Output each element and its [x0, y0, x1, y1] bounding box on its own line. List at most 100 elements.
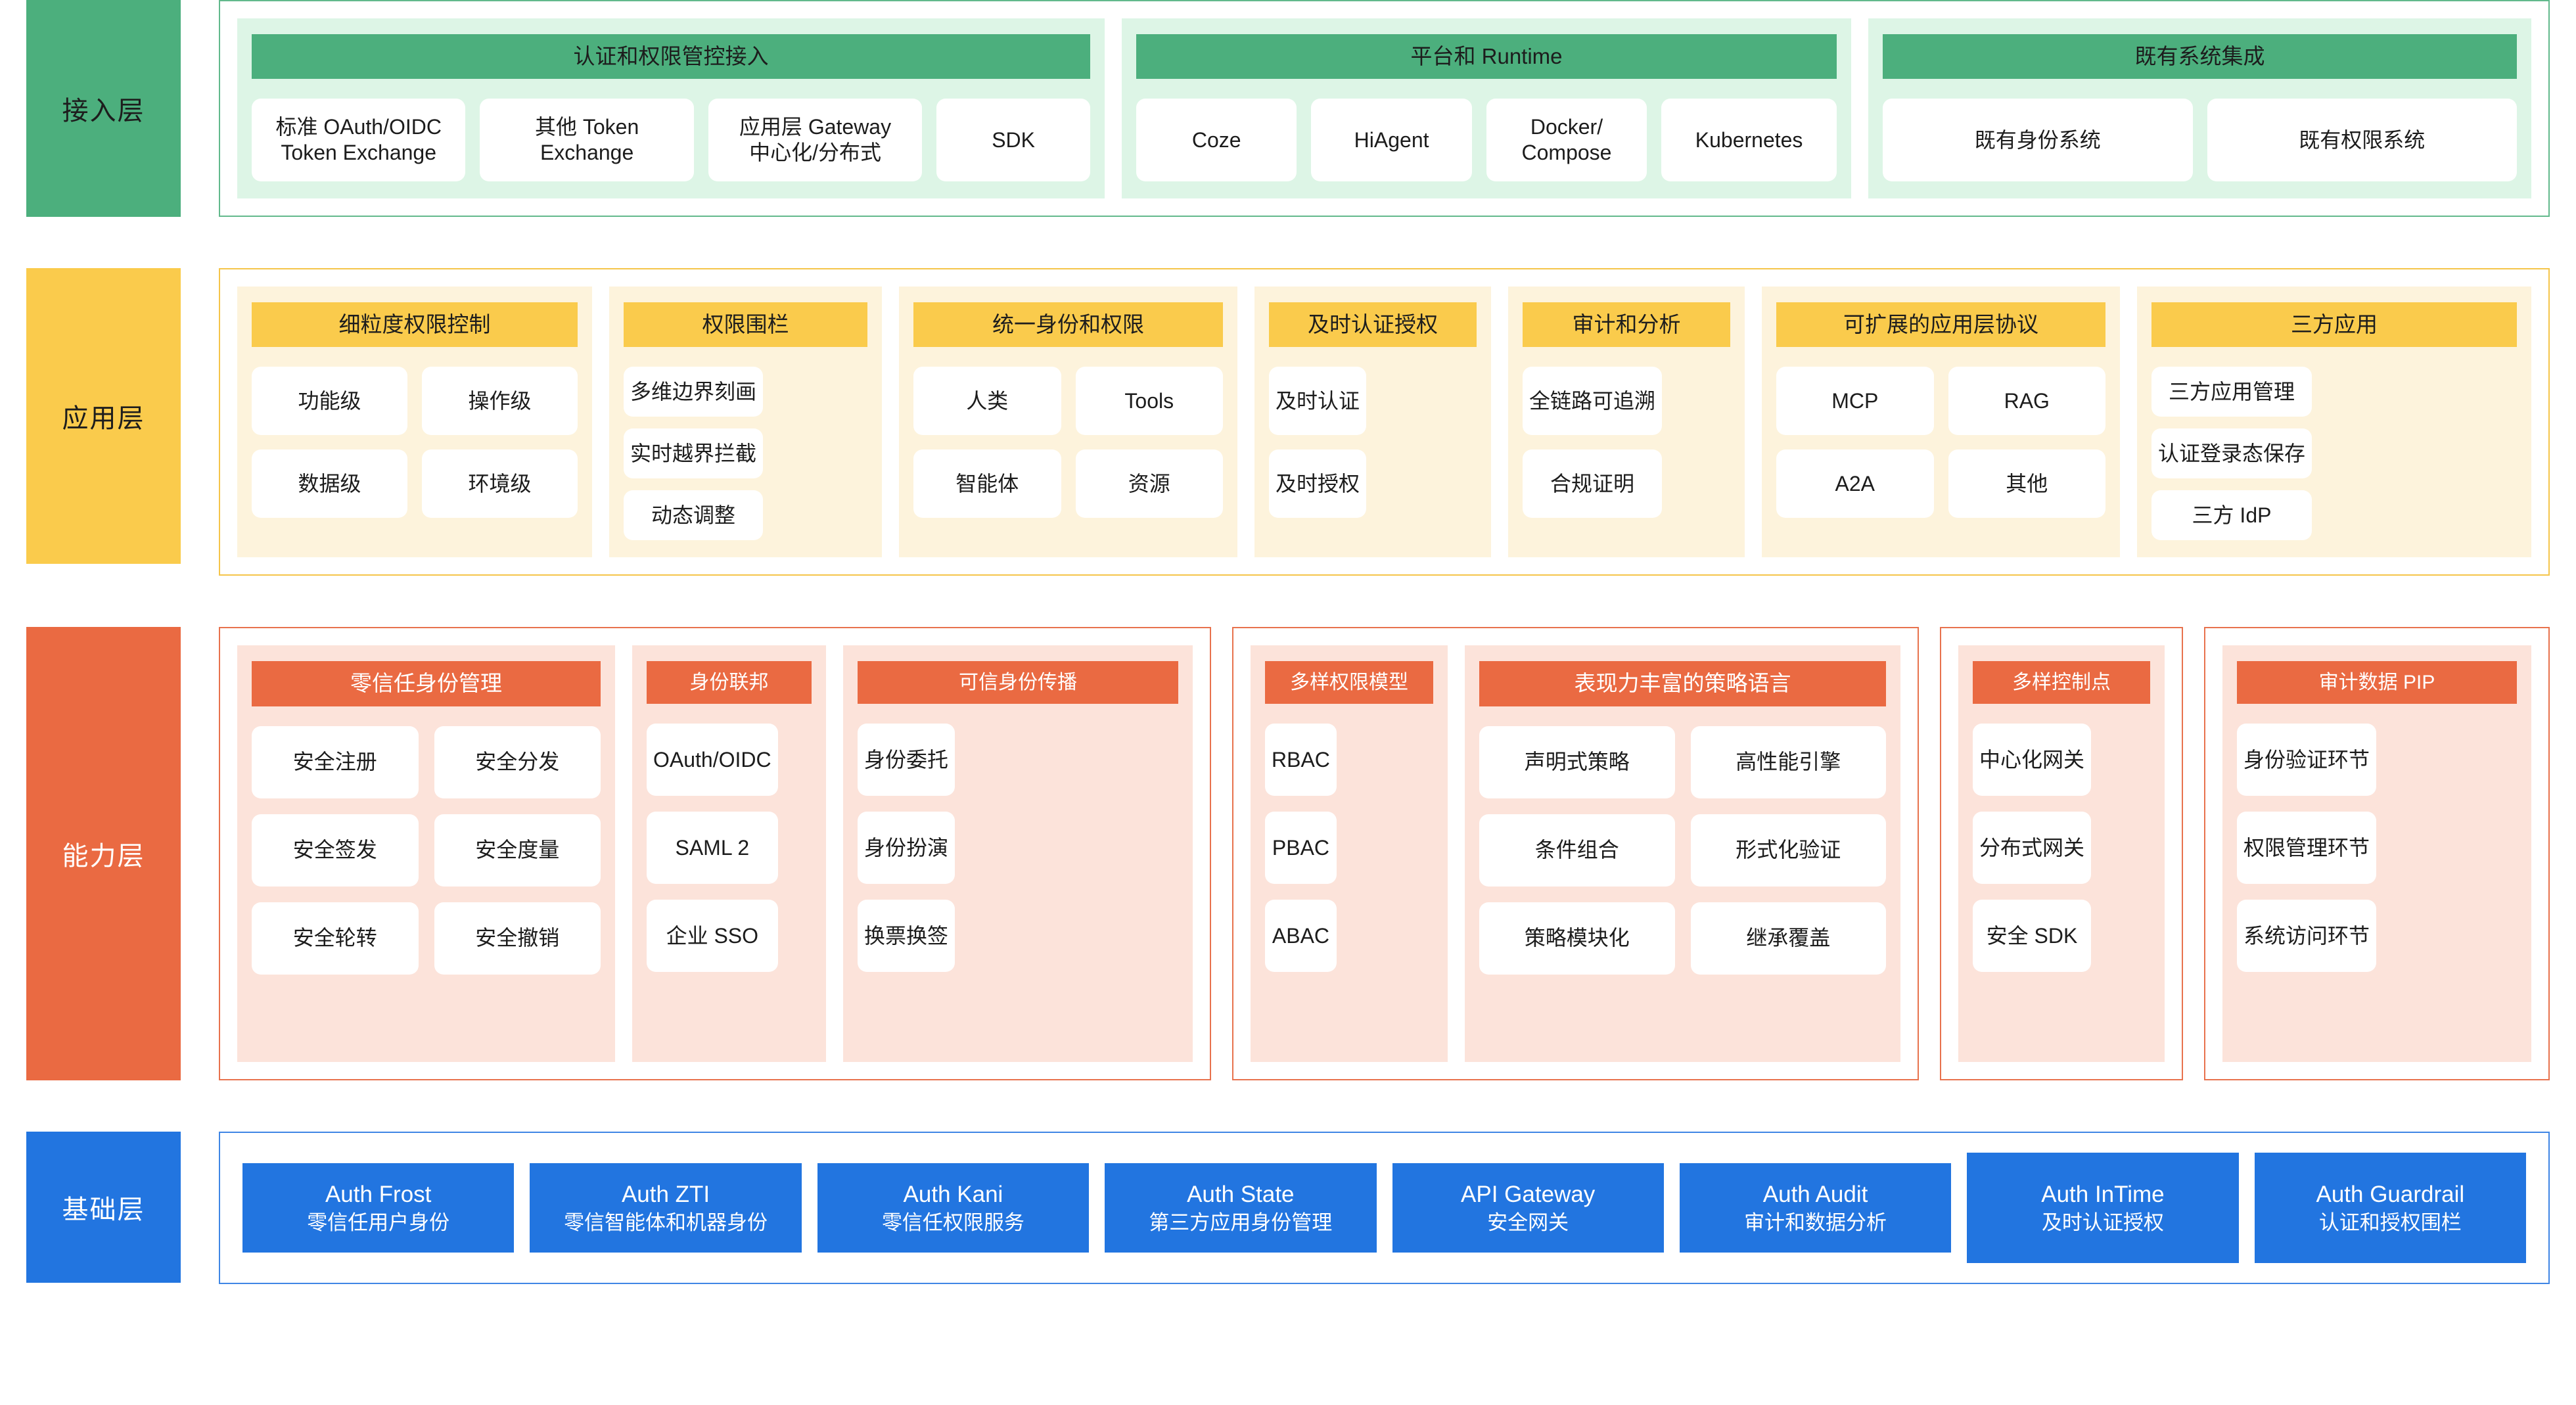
cap-group-identity: 零信任身份管理 安全注册 安全分发 安全签发 安全度量 安全轮转 安全撤销 身份… — [219, 627, 1211, 1081]
cell-item[interactable]: 数据级 — [252, 449, 407, 518]
product-desc: 第三方应用身份管理 — [1149, 1210, 1333, 1234]
cell-item[interactable]: Coze — [1136, 99, 1297, 181]
product-card-api-gateway[interactable]: API Gateway 安全网关 — [1392, 1163, 1664, 1253]
panel-title: 多样权限模型 — [1265, 661, 1433, 704]
cell-item[interactable]: SAML 2 — [647, 812, 778, 885]
product-card-auth-intime[interactable]: Auth InTime 及时认证授权 — [1967, 1153, 2239, 1264]
cell-item[interactable]: 及时授权 — [1269, 449, 1367, 518]
cell-item[interactable]: 安全 SDK — [1973, 900, 2092, 973]
product-card-auth-kani[interactable]: Auth Kani 零信任权限服务 — [817, 1163, 1090, 1253]
cell-item[interactable]: 安全分发 — [434, 726, 601, 798]
product-card-auth-audit[interactable]: Auth Audit 审计和数据分析 — [1679, 1163, 1952, 1253]
cell-item[interactable]: 继承覆盖 — [1690, 902, 1886, 975]
cell-item[interactable]: 身份验证环节 — [2237, 724, 2377, 796]
cell-item[interactable]: 功能级 — [252, 367, 407, 436]
panel-title: 统一身份和权限 — [913, 302, 1223, 348]
layer-badge-foundation: 基础层 — [26, 1132, 181, 1283]
product-desc: 认证和授权围栏 — [2318, 1210, 2462, 1234]
cell-item[interactable]: MCP — [1776, 367, 1934, 436]
panel-cells: MCP RAG A2A 其他 — [1776, 367, 2105, 540]
panel-cells: OAuth/OIDC SAML 2 企业 SSO — [647, 724, 812, 1045]
product-name: Auth Frost — [325, 1182, 432, 1208]
cell-item[interactable]: A2A — [1776, 449, 1934, 518]
cell-item[interactable]: 系统访问环节 — [2237, 900, 2377, 973]
panel-title: 零信任身份管理 — [252, 661, 601, 706]
cell-item[interactable]: 策略模块化 — [1479, 902, 1675, 975]
cell-item[interactable]: 认证登录态保存 — [2151, 428, 2312, 479]
cell-item[interactable]: 全链路可追溯 — [1523, 367, 1663, 436]
cell-item[interactable]: 企业 SSO — [647, 900, 778, 973]
cell-item[interactable]: 其他 — [1948, 449, 2105, 518]
product-desc: 零信任权限服务 — [881, 1210, 1024, 1234]
panel-cells: 多维边界刻画 实时越界拦截 动态调整 — [624, 367, 867, 541]
cell-item[interactable]: Tools — [1075, 367, 1223, 436]
cell-item[interactable]: 权限管理环节 — [2237, 812, 2377, 885]
cell-item[interactable]: RBAC — [1265, 724, 1337, 796]
cell-item[interactable]: 既有权限系统 — [2207, 99, 2517, 181]
cell-item[interactable]: 实时越界拦截 — [624, 428, 764, 479]
panel-identity-federation: 身份联邦 OAuth/OIDC SAML 2 企业 SSO — [632, 645, 826, 1063]
cell-item[interactable]: 及时认证 — [1269, 367, 1367, 436]
product-card-auth-zti[interactable]: Auth ZTI 零信智能体和机器身份 — [530, 1163, 802, 1253]
panel-title: 身份联邦 — [647, 661, 812, 704]
panel-control-points: 多样控制点 中心化网关 分布式网关 安全 SDK — [1958, 645, 2165, 1063]
product-name: Auth ZTI — [621, 1182, 710, 1208]
panel-title: 细粒度权限控制 — [252, 302, 578, 348]
panel-legacy-integration: 既有系统集成 既有身份系统 既有权限系统 — [1868, 18, 2531, 198]
cell-item[interactable]: 条件组合 — [1479, 814, 1675, 887]
product-card-auth-guardrail[interactable]: Auth Guardrail 认证和授权围栏 — [2254, 1153, 2526, 1264]
cell-item[interactable]: 安全撤销 — [434, 902, 601, 975]
layer-badge-access: 接入层 — [26, 0, 181, 217]
panel-unified-identity: 统一身份和权限 人类 Tools 智能体 资源 — [899, 287, 1237, 558]
cell-item[interactable]: 声明式策略 — [1479, 726, 1675, 798]
cell-item[interactable]: 中心化网关 — [1973, 724, 2092, 796]
product-desc: 零信任用户身份 — [307, 1210, 450, 1234]
panel-title: 审计和分析 — [1523, 302, 1730, 348]
cell-item[interactable]: 多维边界刻画 — [624, 367, 764, 417]
cell-item[interactable]: HiAgent — [1311, 99, 1472, 181]
cell-item[interactable]: 操作级 — [422, 367, 578, 436]
row-spacer — [0, 576, 2576, 627]
cell-item[interactable]: 身份委托 — [858, 724, 955, 796]
cell-item[interactable]: SDK — [936, 99, 1090, 181]
cell-item[interactable]: 安全签发 — [252, 814, 419, 887]
cell-item[interactable]: 资源 — [1075, 449, 1223, 518]
panel-extensible-protocol: 可扩展的应用层协议 MCP RAG A2A 其他 — [1762, 287, 2120, 558]
cell-item[interactable]: 安全轮转 — [252, 902, 419, 975]
cell-item[interactable]: OAuth/OIDC — [647, 724, 778, 796]
cell-item[interactable]: 安全注册 — [252, 726, 419, 798]
product-card-auth-frost[interactable]: Auth Frost 零信任用户身份 — [242, 1163, 515, 1253]
cell-item[interactable]: 安全度量 — [434, 814, 601, 887]
cell-item[interactable]: 高性能引擎 — [1690, 726, 1886, 798]
product-card-auth-state[interactable]: Auth State 第三方应用身份管理 — [1105, 1163, 1377, 1253]
panel-cells: 功能级 操作级 数据级 环境级 — [252, 367, 578, 540]
panel-title: 表现力丰富的策略语言 — [1479, 661, 1886, 706]
cell-item[interactable]: Docker/Compose — [1486, 99, 1647, 181]
cell-item[interactable]: PBAC — [1265, 812, 1337, 885]
panel-cells: Coze HiAgent Docker/Compose Kubernetes — [1136, 99, 1837, 181]
cell-item[interactable]: 身份扮演 — [858, 812, 955, 885]
cell-item[interactable]: 环境级 — [422, 449, 578, 518]
cell-item[interactable]: 合规证明 — [1523, 449, 1663, 518]
panel-cells: 中心化网关 分布式网关 安全 SDK — [1973, 724, 2150, 1045]
cell-item[interactable]: ABAC — [1265, 900, 1337, 973]
panel-cells: 声明式策略 高性能引擎 条件组合 形式化验证 策略模块化 继承覆盖 — [1479, 726, 1886, 1046]
cell-item[interactable]: 人类 — [913, 367, 1061, 436]
cell-item[interactable]: 既有身份系统 — [1883, 99, 2193, 181]
cell-item[interactable]: 动态调整 — [624, 490, 764, 541]
cell-item[interactable]: 分布式网关 — [1973, 812, 2092, 885]
panel-zero-trust-identity: 零信任身份管理 安全注册 安全分发 安全签发 安全度量 安全轮转 安全撤销 — [237, 645, 615, 1063]
cell-item[interactable]: 三方应用管理 — [2151, 367, 2312, 417]
cell-item[interactable]: 换票换签 — [858, 900, 955, 973]
cell-item[interactable]: RAG — [1948, 367, 2105, 436]
cell-item[interactable]: Kubernetes — [1661, 99, 1837, 181]
cell-item[interactable]: 智能体 — [913, 449, 1061, 518]
cell-item[interactable]: 形式化验证 — [1690, 814, 1886, 887]
cell-item[interactable]: 三方 IdP — [2151, 490, 2312, 541]
panel-cells: 身份委托 身份扮演 换票换签 — [858, 724, 1178, 1045]
